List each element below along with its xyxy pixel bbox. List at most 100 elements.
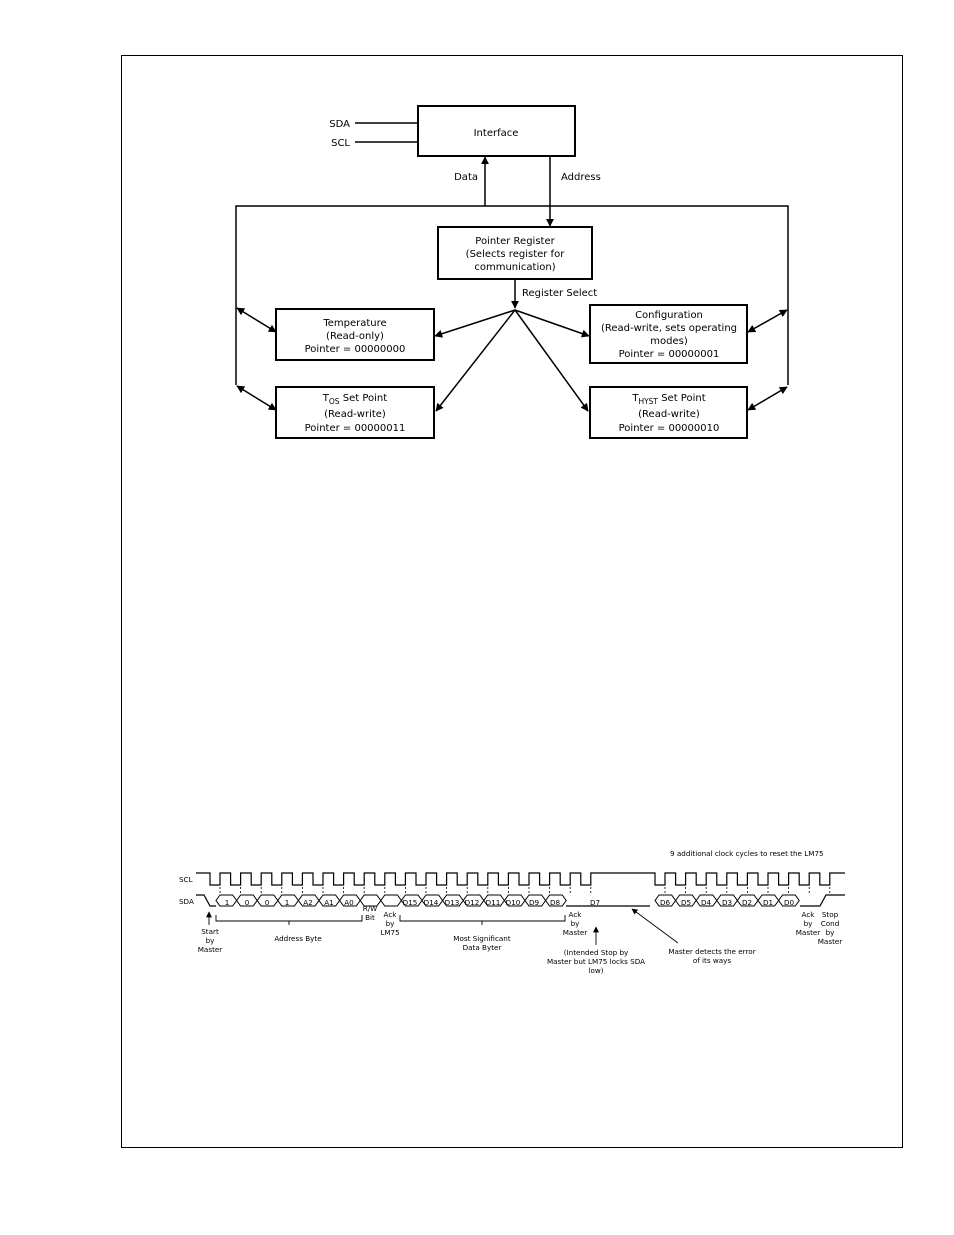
stop-cond-label: Stop: [822, 910, 839, 919]
scl-waveform: [196, 872, 845, 886]
sda-label: SDA: [329, 119, 350, 130]
sda-timing-label: SDA: [179, 897, 194, 906]
stop-cond-label: Master: [818, 937, 843, 946]
data-bus-line: [235, 205, 789, 385]
low-bit: D5: [681, 898, 691, 907]
ack-lm75-label: Ack: [384, 910, 398, 919]
ack-master-2-label: by: [804, 919, 814, 928]
master-detects-label: Master detects the error: [668, 947, 755, 956]
address-bit: 1: [225, 898, 230, 907]
data-bit: D12: [465, 898, 480, 907]
data-bit: D15: [403, 898, 418, 907]
low-bit: D4: [701, 898, 712, 907]
low-bit: D0: [784, 898, 795, 907]
address-bit: 0: [245, 898, 250, 907]
data-bit: D10: [506, 898, 521, 907]
start-label: Start: [201, 927, 219, 936]
temperature-line: Pointer = 00000000: [305, 344, 406, 355]
scl-timing-label: SCL: [179, 875, 193, 884]
temperature-line: (Read-only): [326, 331, 384, 342]
page-frame: [121, 55, 903, 1148]
sda-waveform: [196, 894, 845, 907]
address-bit: A1: [324, 898, 334, 907]
data-bit: D8: [550, 898, 561, 907]
configuration-box: [589, 304, 748, 364]
pointer-register-line: communication): [474, 262, 555, 273]
select-configuration-arrow: [514, 309, 590, 338]
data-bit: D11: [486, 898, 501, 907]
intended-stop-label: (Intended Stop by: [564, 948, 629, 957]
intended-stop-label: low): [588, 966, 603, 975]
ack-lm75-label: by: [386, 919, 396, 928]
master-detects-label: of its ways: [693, 956, 732, 965]
interface-label: Interface: [474, 128, 519, 139]
intended-stop-label: Master but LM75 locks SDA: [547, 957, 645, 966]
pointer-register-line: (Selects register for: [466, 249, 566, 260]
thyst-line: Pointer = 00000010: [619, 423, 720, 434]
address-bit: 1: [285, 898, 290, 907]
stop-cond-label: by: [826, 928, 836, 937]
address-bit: A0: [344, 898, 354, 907]
thyst-line: (Read-write): [638, 409, 700, 420]
configuration-line: Configuration: [635, 310, 703, 321]
low-bit-cell: [777, 894, 800, 907]
temperature-bus-arrow: [236, 307, 277, 333]
address-bit: A2: [303, 898, 313, 907]
start-label: Master: [198, 945, 223, 954]
msb-label: Data Byter: [463, 943, 502, 952]
address-byte-bracket: [215, 915, 363, 922]
low-bit: D3: [722, 898, 732, 907]
data-bit: D13: [445, 898, 460, 907]
sda-bit-cells: [215, 894, 800, 907]
ack-lm75-cell: [380, 894, 403, 907]
tos-title: TOS Set Point: [322, 393, 387, 406]
ack-master-2-label: Ack: [802, 910, 816, 919]
start-label: by: [206, 936, 216, 945]
select-thyst-arrow: [514, 309, 589, 412]
d7-bit: D7: [590, 898, 600, 907]
data-bit: D9: [529, 898, 540, 907]
configuration-line: modes): [650, 336, 688, 347]
tos-box: [275, 386, 435, 439]
tos-bus-arrow: [236, 385, 277, 411]
scl-label: SCL: [331, 138, 350, 149]
data-label: Data: [454, 172, 478, 183]
configuration-bus-arrow: [747, 309, 788, 333]
thyst-title: THYST Set Point: [631, 393, 705, 406]
pointer-register-line: Pointer Register: [475, 236, 555, 247]
configuration-line: Pointer = 00000001: [619, 349, 720, 360]
clock-tick-marks: [219, 887, 831, 894]
master-detects-arrow: [631, 908, 679, 944]
ack-master-label: Master: [563, 928, 588, 937]
data-bit: D14: [424, 898, 439, 907]
temperature-box: [275, 308, 435, 361]
msb-bracket: [399, 915, 566, 922]
rw-label: Bit: [365, 913, 375, 922]
address-label: Address: [561, 172, 601, 183]
low-bit: D1: [763, 898, 773, 907]
ack-master-2-label: Master: [796, 928, 821, 937]
select-tos-arrow: [435, 309, 516, 412]
interface-box: [417, 105, 576, 157]
thyst-box: [589, 386, 748, 439]
address-byte-label: Address Byte: [274, 934, 322, 943]
low-bit: D6: [660, 898, 671, 907]
temperature-line: Temperature: [322, 318, 386, 329]
thyst-bus-arrow: [747, 386, 788, 411]
ack-master-label: by: [571, 919, 581, 928]
ack-master-label: Ack: [569, 910, 583, 919]
select-temperature-arrow: [434, 309, 516, 338]
msb-label: Most Significant: [453, 934, 511, 943]
register-select-label: Register Select: [522, 288, 597, 299]
timing-note: 9 additional clock cycles to reset the L…: [670, 849, 824, 858]
low-bit: D2: [742, 898, 752, 907]
configuration-line: (Read-write, sets operating: [601, 323, 737, 334]
data-bit-cell: [544, 894, 567, 907]
address-bit: 0: [265, 898, 270, 907]
tos-line: (Read-write): [324, 409, 386, 420]
rw-label: R/W: [363, 904, 378, 913]
ack-lm75-label: LM75: [380, 928, 399, 937]
stop-cond-label: Cond: [821, 919, 840, 928]
tos-line: Pointer = 00000011: [305, 423, 406, 434]
